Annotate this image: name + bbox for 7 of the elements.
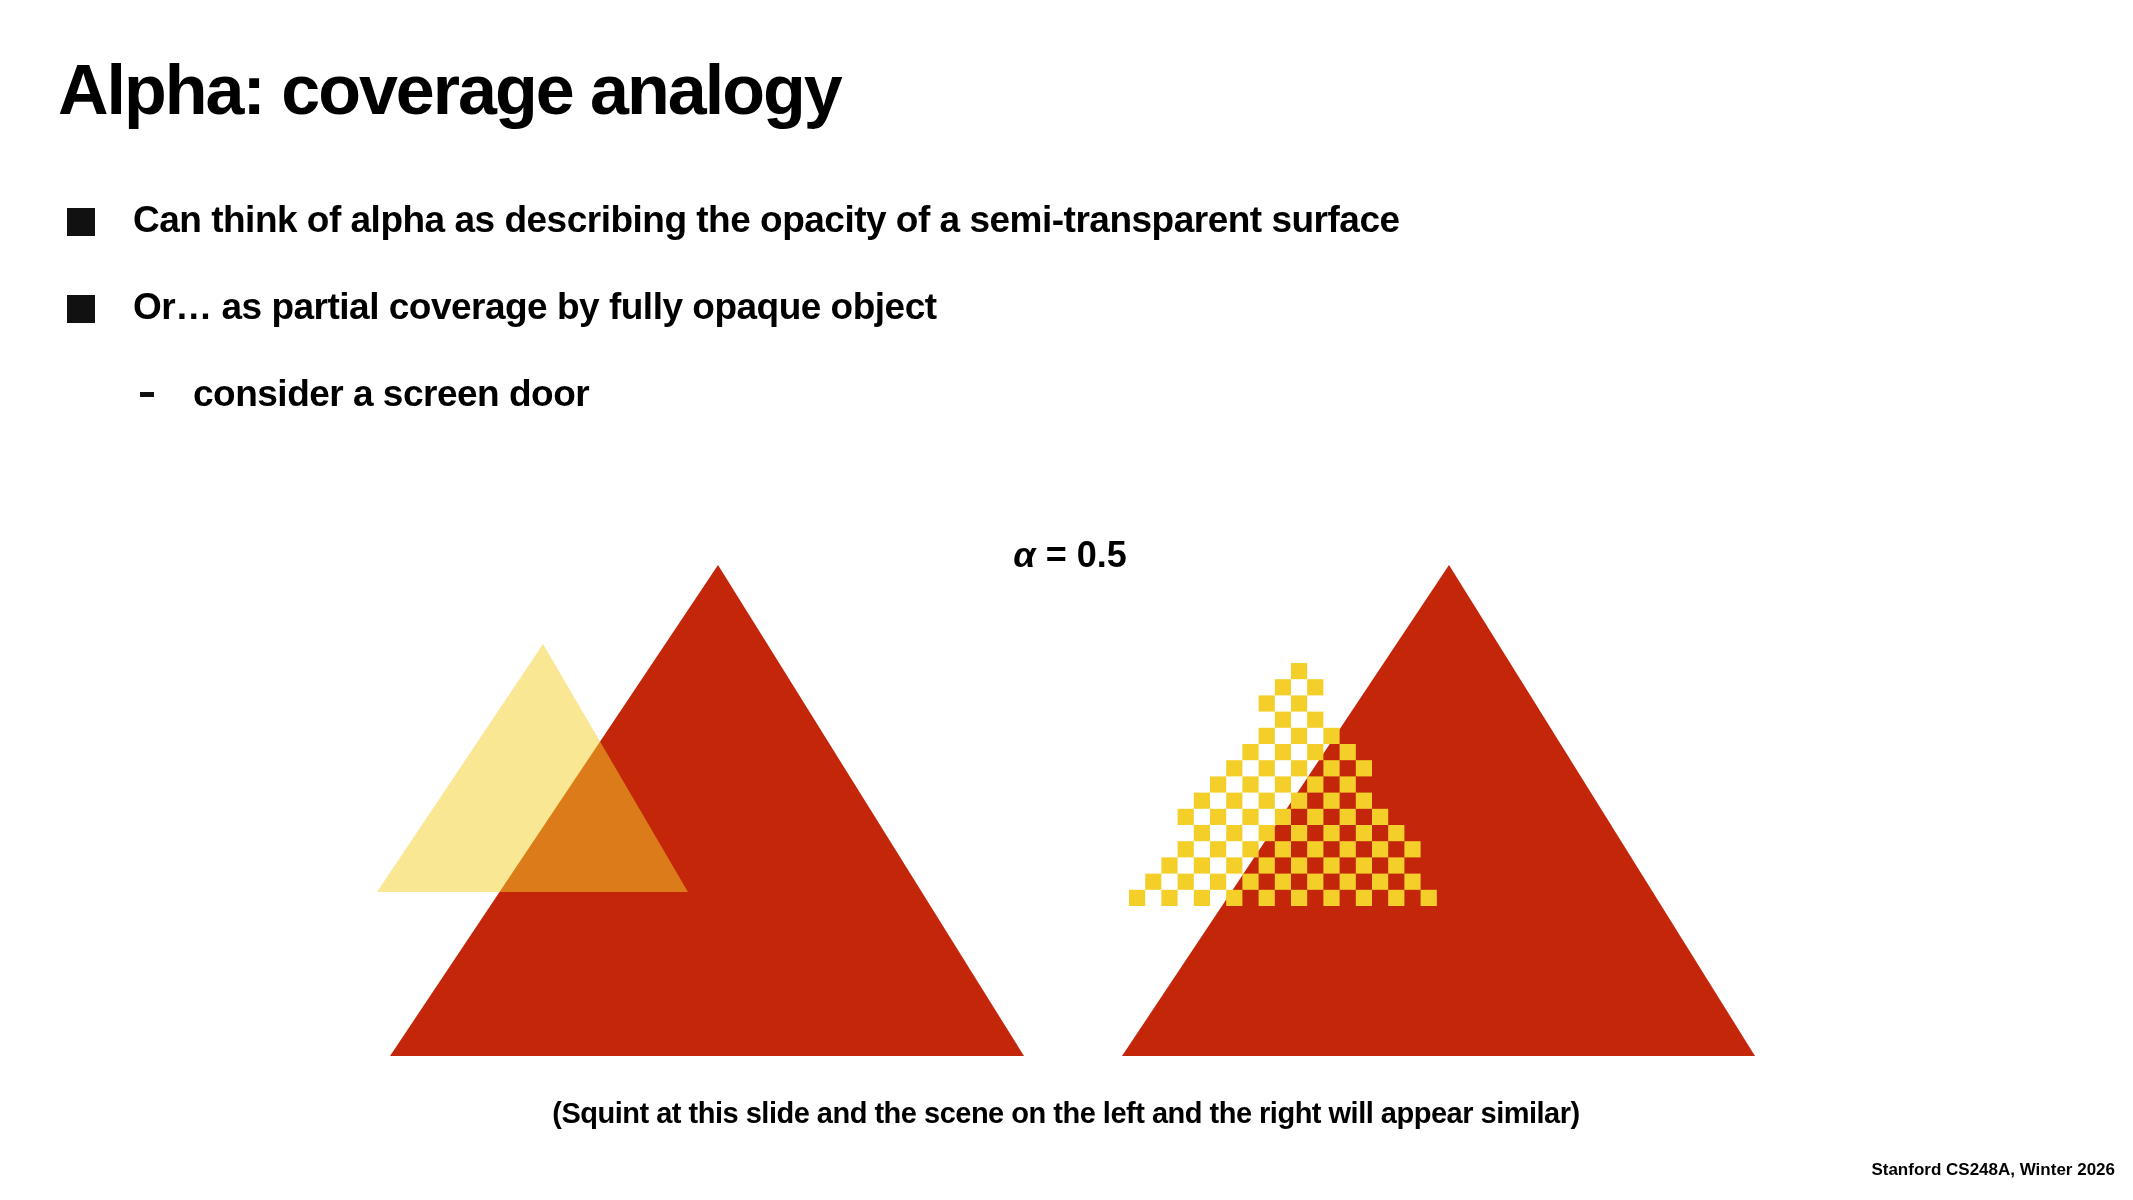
bullet-text: Can think of alpha as describing the opacity of a semi-transparent surface [133, 198, 1400, 242]
sub-bullet-text: consider a screen door [193, 372, 590, 416]
caption-text: (Squint at this slide and the scene on the left and the right will appear similar) [551, 1096, 1581, 1131]
slide-title: Alpha: coverage analogy [58, 50, 841, 131]
alpha-value-label: α = 0.5 [1012, 533, 1128, 577]
bullet-text: Or… as partial coverage by fully opaque object [133, 285, 937, 329]
footer-text: Stanford CS248A, Winter 2026 [1871, 1159, 2115, 1181]
